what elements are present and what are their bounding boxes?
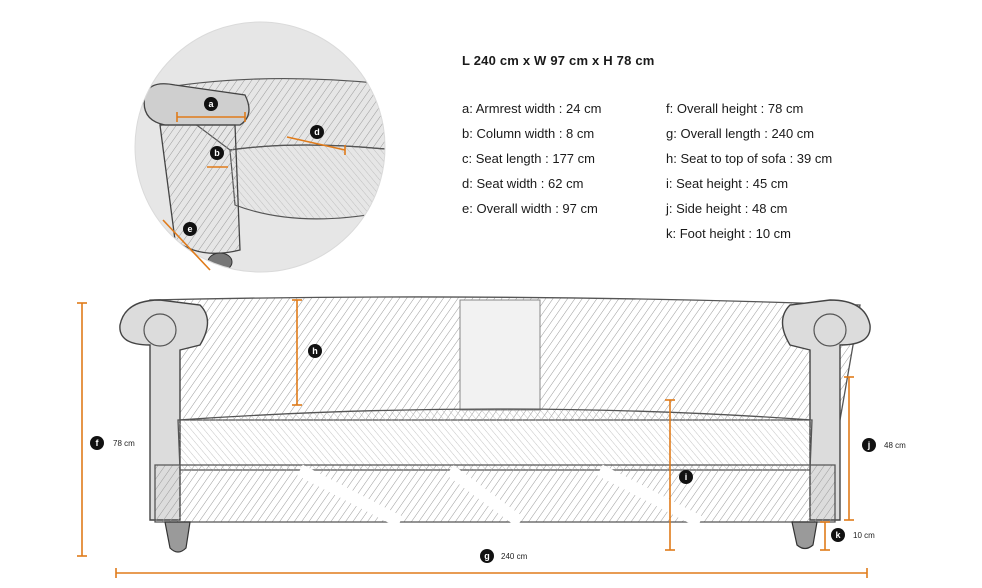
dim-label-j: 48 cm [884, 441, 906, 450]
svg-text:f: f [96, 438, 100, 448]
spec-item: g: Overall length : 240 cm [666, 126, 815, 141]
marker-g: g [480, 549, 494, 563]
spec-list-right: f: Overall height : 78 cm g: Overall len… [666, 96, 832, 246]
svg-text:e: e [187, 224, 192, 234]
spec-item: i: Seat height : 45 cm [666, 176, 789, 191]
marker-k: k [831, 528, 845, 542]
svg-text:i: i [685, 472, 688, 482]
spec-item: e: Overall width : 97 cm [462, 201, 598, 216]
spec-item: d: Seat width : 62 cm [462, 176, 584, 191]
dim-label-g: 240 cm [501, 552, 528, 561]
spec-item: h: Seat to top of sofa : 39 cm [666, 151, 833, 166]
overall-dimensions-title: L 240 cm x W 97 cm x H 78 cm [462, 53, 655, 68]
dim-label-f: 78 cm [113, 439, 135, 448]
spec-item: j: Side height : 48 cm [666, 201, 788, 216]
marker-e: e [183, 222, 197, 236]
marker-f: f [90, 436, 104, 450]
marker-d: d [310, 125, 324, 139]
spec-item: c: Seat length : 177 cm [462, 151, 595, 166]
svg-text:b: b [214, 148, 220, 158]
detail-view [134, 21, 386, 273]
dim-label-k: 10 cm [853, 531, 875, 540]
svg-text:a: a [208, 99, 214, 109]
svg-text:k: k [835, 530, 841, 540]
svg-text:j: j [867, 440, 871, 450]
spec-item: k: Foot height : 10 cm [666, 226, 792, 241]
marker-j: j [862, 438, 876, 452]
svg-text:h: h [312, 346, 318, 356]
svg-text:d: d [314, 127, 320, 137]
spec-list-left: a: Armrest width : 24 cm b: Column width… [462, 96, 601, 221]
spec-item: a: Armrest width : 24 cm [462, 101, 602, 116]
spec-item: f: Overall height : 78 cm [666, 101, 804, 116]
marker-i: i [679, 470, 693, 484]
marker-b: b [210, 146, 224, 160]
sofa-front-view [77, 296, 871, 578]
spec-item: b: Column width : 8 cm [462, 126, 595, 141]
svg-text:g: g [484, 551, 490, 561]
marker-a: a [204, 97, 218, 111]
marker-h: h [308, 344, 322, 358]
